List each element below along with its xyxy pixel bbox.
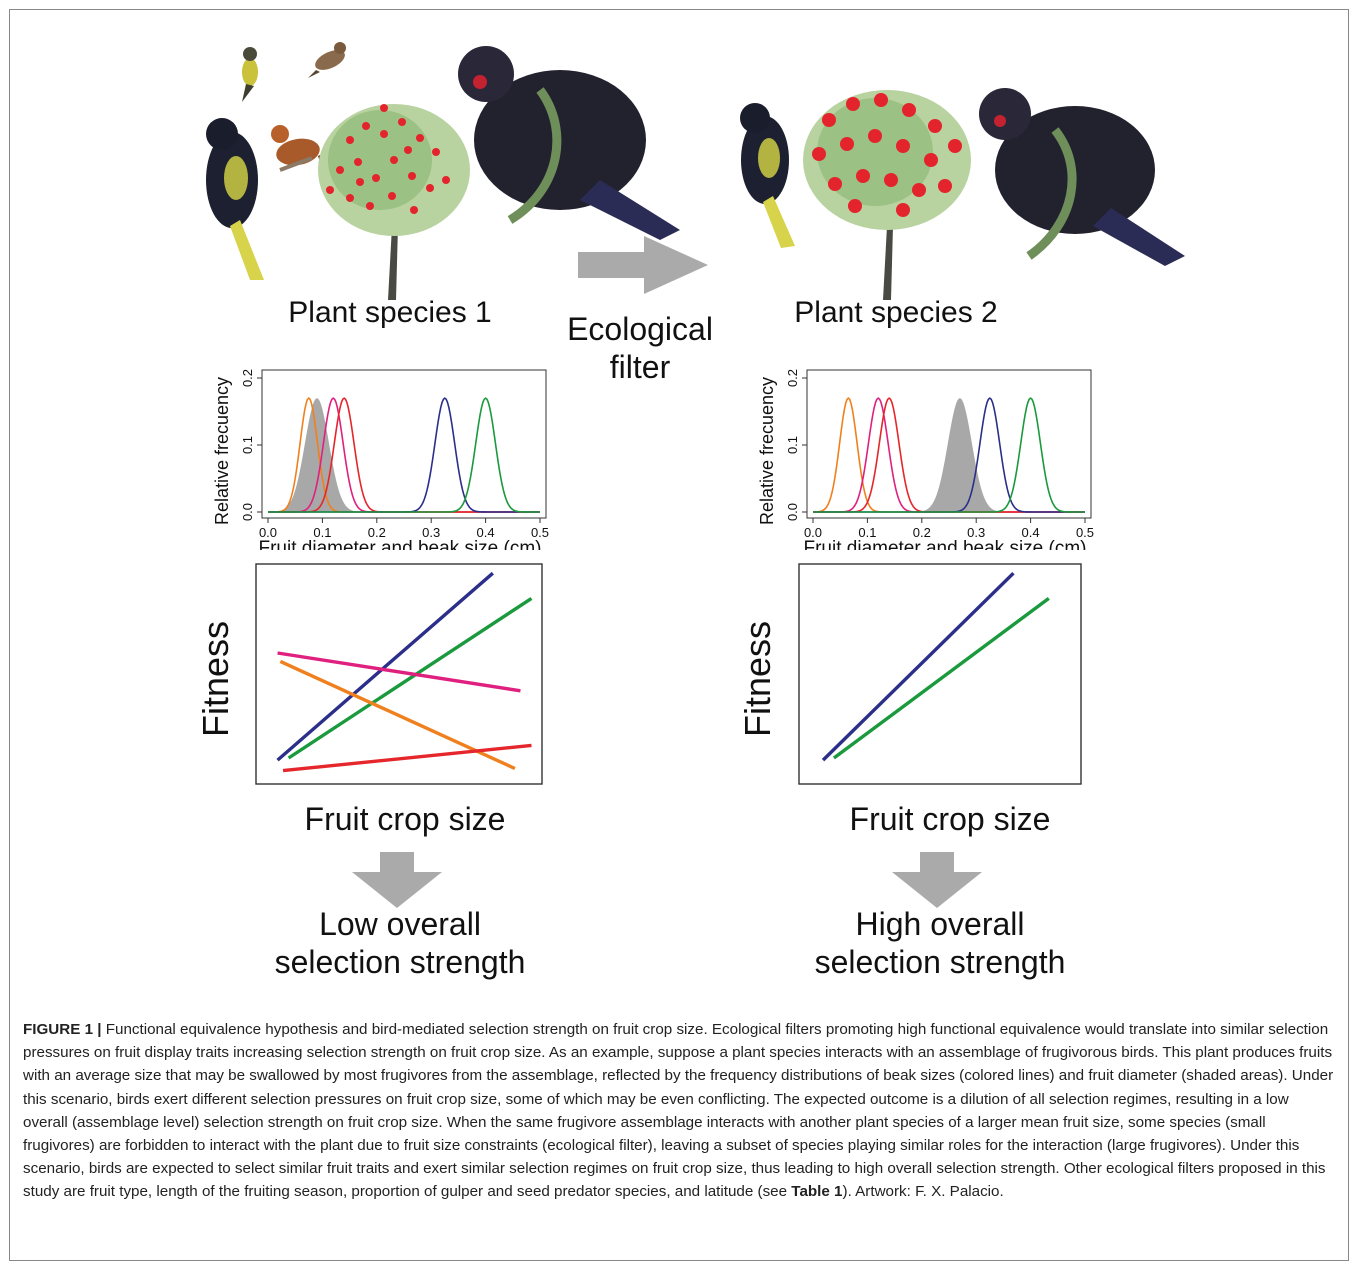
fruit-diameter-area [268, 398, 540, 512]
left-crop-size-label: Fruit crop size [304, 801, 506, 837]
fitness-line-navy [276, 571, 494, 762]
fitness-line-navy [821, 571, 1015, 762]
x-tick-label: 0.1 [313, 525, 331, 540]
fruit-diameter-area [813, 398, 1085, 512]
plot-box [806, 369, 1092, 519]
x-tick-label: 0.2 [913, 525, 931, 540]
ecological-filter-arrow [578, 236, 708, 294]
x-tick-label: 0.5 [1076, 525, 1094, 540]
right-outcome-label: High overall selection strength [750, 905, 1130, 981]
right-down-arrow [892, 852, 982, 908]
jay-bird-image [740, 103, 795, 248]
fitness-line-green [287, 596, 533, 760]
fitness-line-red [282, 743, 532, 773]
y-tick-label: 0.2 [240, 369, 255, 387]
guan-bird-image [458, 46, 680, 240]
right-outcome-line2: selection strength [814, 944, 1066, 980]
jay-bird-image [206, 118, 264, 280]
x-tick-label: 0.5 [531, 525, 549, 540]
x-axis-title: Fruit diameter and beak size (cm) [259, 538, 542, 550]
table-reference-link[interactable]: Table 1 [791, 1183, 843, 1201]
plot-box [261, 369, 547, 519]
y-tick-label: 0.1 [785, 436, 800, 454]
right-illustration [740, 88, 1185, 300]
guan-bird-image [979, 88, 1185, 266]
small-yellow-bird-image [242, 47, 258, 102]
y-tick-label: 0.2 [785, 369, 800, 387]
y-tick-label: 0.1 [240, 436, 255, 454]
plant-species-1-title: Plant species 1 [288, 296, 492, 329]
fitness-line-green [832, 597, 1050, 760]
right-crop-size-label: Fruit crop size [849, 801, 1051, 837]
left-illustration [206, 42, 680, 300]
x-tick-label: 0.3 [967, 525, 985, 540]
y-tick-label: 0.0 [785, 503, 800, 521]
figure-frame: Ecological filter Plant species 1 Plant … [9, 9, 1349, 1261]
x-tick-label: 0.1 [858, 525, 876, 540]
y-axis-title: Relative frecuency [212, 377, 232, 525]
y-tick-label: 0.0 [240, 503, 255, 521]
filter-line2: filter [609, 349, 671, 385]
left-down-arrow [352, 852, 442, 908]
figure-label: FIGURE 1 | [23, 1021, 102, 1038]
filter-line1: Ecological [567, 311, 713, 347]
beak-size-curve-green [813, 397, 1086, 513]
right-fitness-chart [798, 563, 1082, 785]
right-fitness-label: Fitness [737, 620, 778, 738]
beak-size-curve-green [268, 397, 541, 513]
left-fitness-chart [255, 563, 543, 785]
x-tick-label: 0.4 [477, 525, 495, 540]
left-outcome-line2: selection strength [274, 944, 526, 980]
fitness-line-magenta [277, 651, 521, 693]
left-outcome-label: Low overall selection strength [210, 905, 590, 981]
plant-species-2-title: Plant species 2 [794, 296, 998, 329]
figure-caption: FIGURE 1 | Functional equivalence hypoth… [23, 1018, 1335, 1204]
x-axis-title: Fruit diameter and beak size (cm) [804, 538, 1087, 550]
small-brown-bird-image [308, 42, 346, 78]
x-tick-label: 0.2 [368, 525, 386, 540]
caption-text-end: ). Artwork: F. X. Palacio. [842, 1183, 1004, 1201]
y-axis-title: Relative frecuency [757, 377, 777, 525]
left-outcome-line1: Low overall [319, 906, 481, 942]
x-tick-label: 0.4 [1022, 525, 1040, 540]
x-tick-label: 0.3 [422, 525, 440, 540]
x-tick-label: 0.0 [804, 525, 822, 540]
caption-text: Functional equivalence hypothesis and bi… [23, 1021, 1334, 1201]
tree-image [803, 90, 971, 300]
left-fitness-label: Fitness [195, 620, 236, 738]
right-outcome-line1: High overall [855, 906, 1025, 942]
ecological-filter-label: Ecological filter [540, 310, 740, 386]
tree-image [318, 104, 470, 300]
x-tick-label: 0.0 [259, 525, 277, 540]
